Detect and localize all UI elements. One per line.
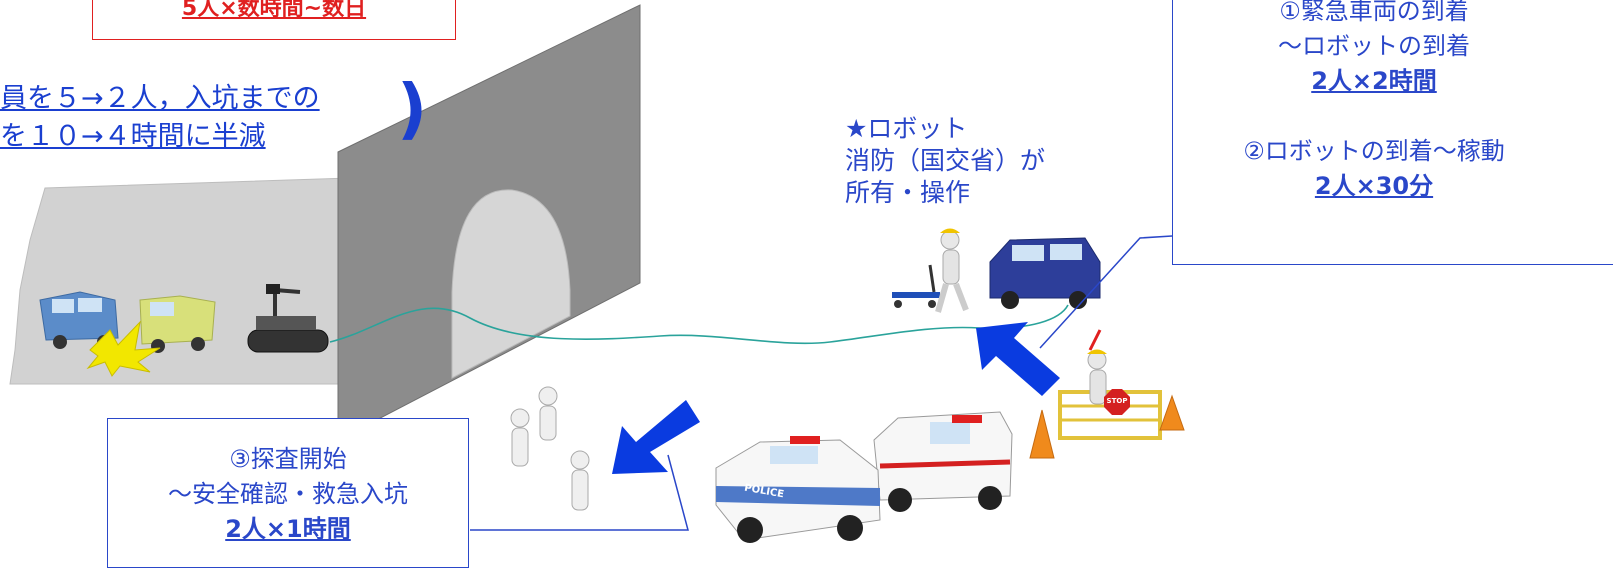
tunnel-interior: [9, 177, 351, 385]
red-note-text: 5人×数時間~数日: [181, 0, 367, 21]
stop-sign-label: STOP: [1106, 397, 1128, 405]
robot-note-operate: 所有・操作: [845, 178, 971, 207]
step2-metric: 2人×30分: [1314, 172, 1434, 200]
step1-subtitle: ～ロボットの到着: [1278, 32, 1470, 60]
blue-arrow-2: [612, 400, 700, 474]
traffic-cone-2: [1159, 394, 1185, 431]
step3-title: ③探査開始: [229, 445, 347, 473]
step3-metric: 2人×1時間: [225, 515, 351, 543]
flagman-barricade: [1058, 329, 1162, 440]
step1-metric: 2人×2時間: [1311, 67, 1437, 95]
step1-title: ①緊急車両の到着: [1279, 0, 1469, 25]
traffic-cone-1: [1029, 409, 1055, 459]
tunnel-arch: [451, 189, 571, 379]
step-box-3-text: ③探査開始 ～安全確認・救急入坑 2人×1時間: [108, 442, 468, 547]
ambulance: [873, 411, 1013, 512]
van: [989, 237, 1101, 309]
step3-subtitle: ～安全確認・救急入坑: [168, 480, 408, 508]
headline-line-1: 員を５→２人，入坑までの: [0, 83, 320, 114]
headline-bracket: ): [397, 70, 428, 147]
crawler-robot: [247, 284, 329, 353]
step-box-1: [1172, 0, 1613, 265]
step2-title: ②ロボットの到着～稼動: [1243, 137, 1505, 165]
robot-note-title: ★ロボット: [845, 114, 968, 143]
red-note-box: [92, 0, 456, 40]
step-box-3: [107, 418, 469, 568]
headline-line-2: を１０→４時間に半減: [0, 121, 266, 152]
robot-note-owner: 消防（国交省）が: [845, 146, 1046, 175]
crashed-cars: [39, 291, 216, 377]
blue-arrow-1: [976, 322, 1060, 396]
step-box-1-text: ①緊急車両の到着 ～ロボットの到着 2人×2時間 ②ロボットの到着～稼動 2人×…: [1174, 0, 1574, 204]
rescue-team: [510, 386, 590, 511]
worker-with-cart: [892, 228, 969, 313]
police-car: [715, 436, 881, 543]
connector-line-1: [1039, 235, 1173, 349]
robot-note: ★ロボット 消防（国交省）が 所有・操作: [845, 113, 1125, 209]
connector-line-3: [470, 454, 689, 531]
